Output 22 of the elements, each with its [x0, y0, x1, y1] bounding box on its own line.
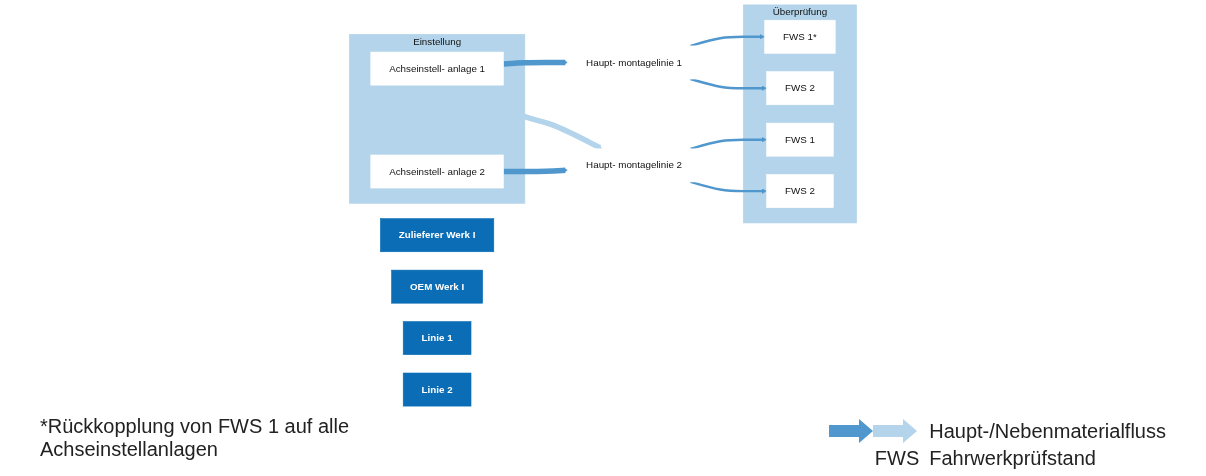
node-box: FWS 1	[766, 122, 834, 157]
arrow	[690, 136, 767, 150]
node-box: Linie 2	[402, 372, 472, 407]
arrow	[690, 180, 767, 194]
node-box: FWS 2	[766, 174, 834, 208]
arrow	[690, 34, 765, 48]
node-box: FWS 1*	[764, 19, 836, 54]
footnote: *Rückkopplung von FWS 1 auf alle Achseinstellanlagen	[40, 415, 351, 461]
legend-text: Haupt-/Nebenmaterialfluss	[929, 419, 1166, 443]
arrow	[503, 59, 568, 67]
node-text: Haupt- montagelinie 2	[586, 159, 683, 171]
node-text: Haupt- montagelinie 1	[586, 56, 683, 68]
abbreviation: FWS	[873, 447, 920, 470]
node-box: Achseinstell- anlage 1	[370, 51, 504, 86]
node-box: OEM Werk I	[391, 269, 483, 304]
abbreviation-meaning: Fahrwerkprüfstand	[929, 447, 1096, 470]
arrow	[503, 167, 568, 175]
node-box: Linie 1	[402, 321, 472, 355]
node-box: Achseinstell- anlage 2	[370, 154, 504, 189]
node-box: Zulieferer Werk I	[380, 218, 495, 253]
node-box: FWS 2	[766, 71, 834, 106]
arrow	[690, 77, 767, 91]
